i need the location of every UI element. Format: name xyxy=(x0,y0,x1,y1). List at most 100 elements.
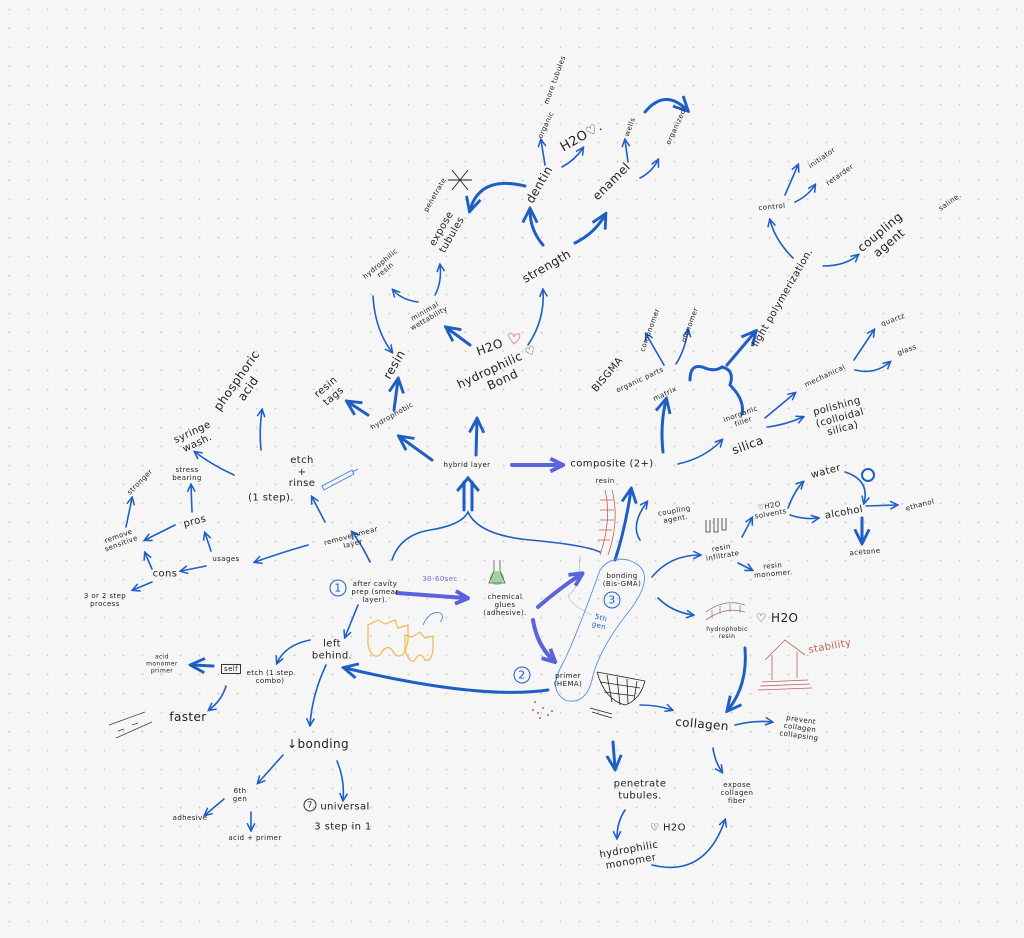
arrow xyxy=(635,502,647,541)
arrow xyxy=(646,334,665,366)
node-after-cavity-prep: after cavity prep (smear layer). xyxy=(351,579,399,605)
arrow xyxy=(434,265,440,296)
brace-matrix-filler xyxy=(688,365,744,416)
node-bonding-bisgma: bonding (Bis-GMA) xyxy=(602,571,642,588)
node-cons: cons xyxy=(152,568,178,580)
arrow xyxy=(853,330,874,361)
node-self: self xyxy=(221,663,241,675)
arrow xyxy=(530,210,545,247)
step-number-3: 3 xyxy=(603,591,621,609)
node-6th-gen: 6th gen xyxy=(232,786,248,803)
arrow xyxy=(764,393,795,419)
node-etch-rinse: etch + rinse xyxy=(288,454,316,489)
arrow xyxy=(625,140,628,163)
arrow xyxy=(573,215,605,245)
arrow xyxy=(393,290,419,303)
node-faster: faster xyxy=(169,710,207,725)
arrow xyxy=(372,295,392,352)
arrow xyxy=(258,754,284,783)
arrow xyxy=(476,420,477,457)
arrow xyxy=(561,148,583,168)
arrow xyxy=(336,760,343,800)
plus-circle-icon xyxy=(861,468,875,482)
node-expose-collagen-fiber: expose collagen fiber xyxy=(720,780,754,806)
node-hydrophobic-resin: hydrophobic resin xyxy=(706,626,748,640)
node-primer-hema: primer (HEMA) xyxy=(553,671,583,688)
node-left-behind: left behind. xyxy=(311,638,353,662)
node-bonding: ↓bonding xyxy=(287,737,349,752)
arrow xyxy=(794,185,815,203)
arrow xyxy=(651,820,725,869)
syringe-icon xyxy=(321,468,359,491)
arrow xyxy=(145,524,176,540)
arrow xyxy=(125,498,132,528)
node-composite: composite (2+) xyxy=(570,458,654,470)
arrow xyxy=(345,668,550,694)
arrow xyxy=(639,705,672,710)
node-one-step: (1 step). xyxy=(248,492,294,504)
node-hybrid-layer: hybrid layer xyxy=(443,460,491,469)
arrow xyxy=(352,532,371,563)
arrow xyxy=(865,505,897,506)
road-sketch xyxy=(108,711,153,739)
node-30-60sec: 30-60sec xyxy=(422,574,458,583)
arrow xyxy=(844,471,865,503)
house-sketch xyxy=(757,639,813,691)
arrow xyxy=(787,482,803,509)
emphasis-arrow xyxy=(531,618,553,660)
ladder-sketch xyxy=(598,489,616,556)
arrow xyxy=(260,410,262,451)
step-number-7: 7 xyxy=(303,798,317,812)
heart-icon xyxy=(508,332,521,345)
bracket-to-hybrid xyxy=(391,510,601,561)
arrow xyxy=(651,555,700,578)
arrow xyxy=(677,440,722,465)
node-usages: usages xyxy=(212,554,240,563)
arrow xyxy=(400,437,434,462)
node-composite-resin: resin xyxy=(595,476,615,485)
arrow xyxy=(205,533,212,552)
node-3-or-2-step: 3 or 2 step process xyxy=(83,591,127,608)
red-particles-sketch xyxy=(532,701,553,719)
node-adhesive: adhesive xyxy=(172,813,208,822)
arrow xyxy=(725,332,755,367)
arrow xyxy=(312,497,326,523)
atom-icon xyxy=(448,169,472,191)
arrow xyxy=(854,362,890,373)
hydrophobic-resin-bridge-sketch xyxy=(705,602,746,621)
arrow xyxy=(662,400,666,454)
arrow xyxy=(613,740,615,768)
arrow xyxy=(145,553,153,570)
node-universal: universal xyxy=(320,801,370,813)
flask-icon xyxy=(488,560,506,585)
arrow xyxy=(770,220,794,259)
arrow xyxy=(133,581,153,590)
arrow xyxy=(737,562,752,570)
step-number-2: 2 xyxy=(513,666,531,684)
arrow xyxy=(195,452,235,476)
arrow xyxy=(192,665,215,666)
node-penetrate-tubules: penetrate tubules. xyxy=(613,778,667,802)
arrow xyxy=(541,140,545,166)
arrow xyxy=(617,809,626,838)
arrow xyxy=(784,165,798,196)
node-h2o-love-bottom: ♡ H2O xyxy=(650,822,686,834)
node-acid-monomer-primer: acid monomer primer xyxy=(146,653,178,675)
arrow xyxy=(712,747,722,772)
emphasis-arrow xyxy=(395,593,465,598)
node-no-h2o: ♡ H2O xyxy=(755,611,799,626)
arrow xyxy=(822,255,858,267)
arrow xyxy=(639,160,658,179)
emphasis-arrow xyxy=(536,575,580,609)
arrow xyxy=(470,181,527,210)
arrow xyxy=(643,99,687,112)
arrow xyxy=(447,328,472,347)
arrow xyxy=(789,514,818,519)
arrow xyxy=(181,565,207,571)
arrow xyxy=(675,330,688,365)
arrow xyxy=(209,685,227,710)
hand-icon xyxy=(422,612,443,626)
arrow xyxy=(657,597,693,615)
arrow xyxy=(348,402,370,417)
arrow xyxy=(734,721,772,726)
